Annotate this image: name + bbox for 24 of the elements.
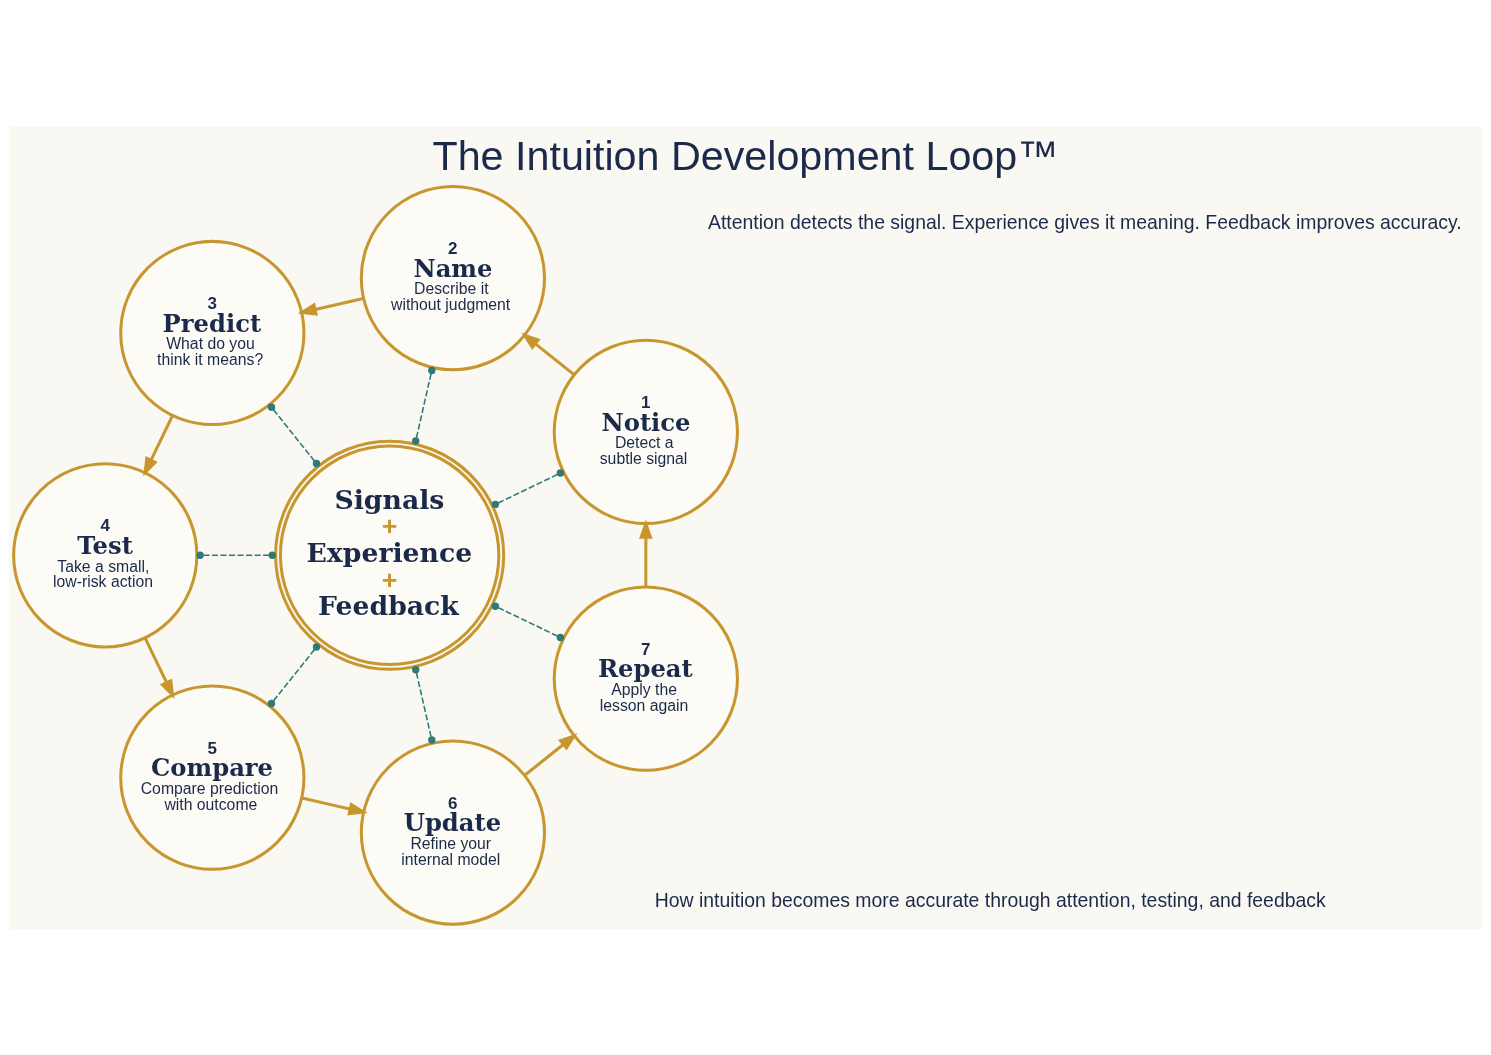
arrow [523,732,578,776]
connector [196,551,276,559]
node-circle: 5 Compare Compare prediction with outcome [119,684,306,871]
node-circle: 6 Update Refine your internal model [359,738,547,926]
connector [267,642,321,707]
connector [491,602,565,641]
arrow [639,518,653,587]
diagram-title: The Intuition Development Loop™ [432,132,1059,179]
node-circle: 3 Predict What do you think it means? [119,239,306,426]
arrow [143,414,174,477]
connector [267,402,321,467]
arrow [143,636,175,699]
label: Attention detects the signal. Experience gives it meaning. Feedback improves accuracy. [708,210,1462,233]
node-circle: 1 Notice Detect a subtle signal [552,338,739,525]
node-circle: 4 Test Take a small, low-risk action [12,461,199,648]
connector [491,468,565,508]
node-circle: 7 Repeat Apply the lesson again [552,585,739,772]
connector [412,366,436,445]
arrow [301,796,368,815]
label: How intuition becomes more accurate through attention, testing, and feedback [654,888,1326,911]
arrow [297,296,364,316]
connector [412,665,436,744]
arrow [521,332,575,376]
node-circle: 2 Name Describe it without judgment [359,184,547,371]
